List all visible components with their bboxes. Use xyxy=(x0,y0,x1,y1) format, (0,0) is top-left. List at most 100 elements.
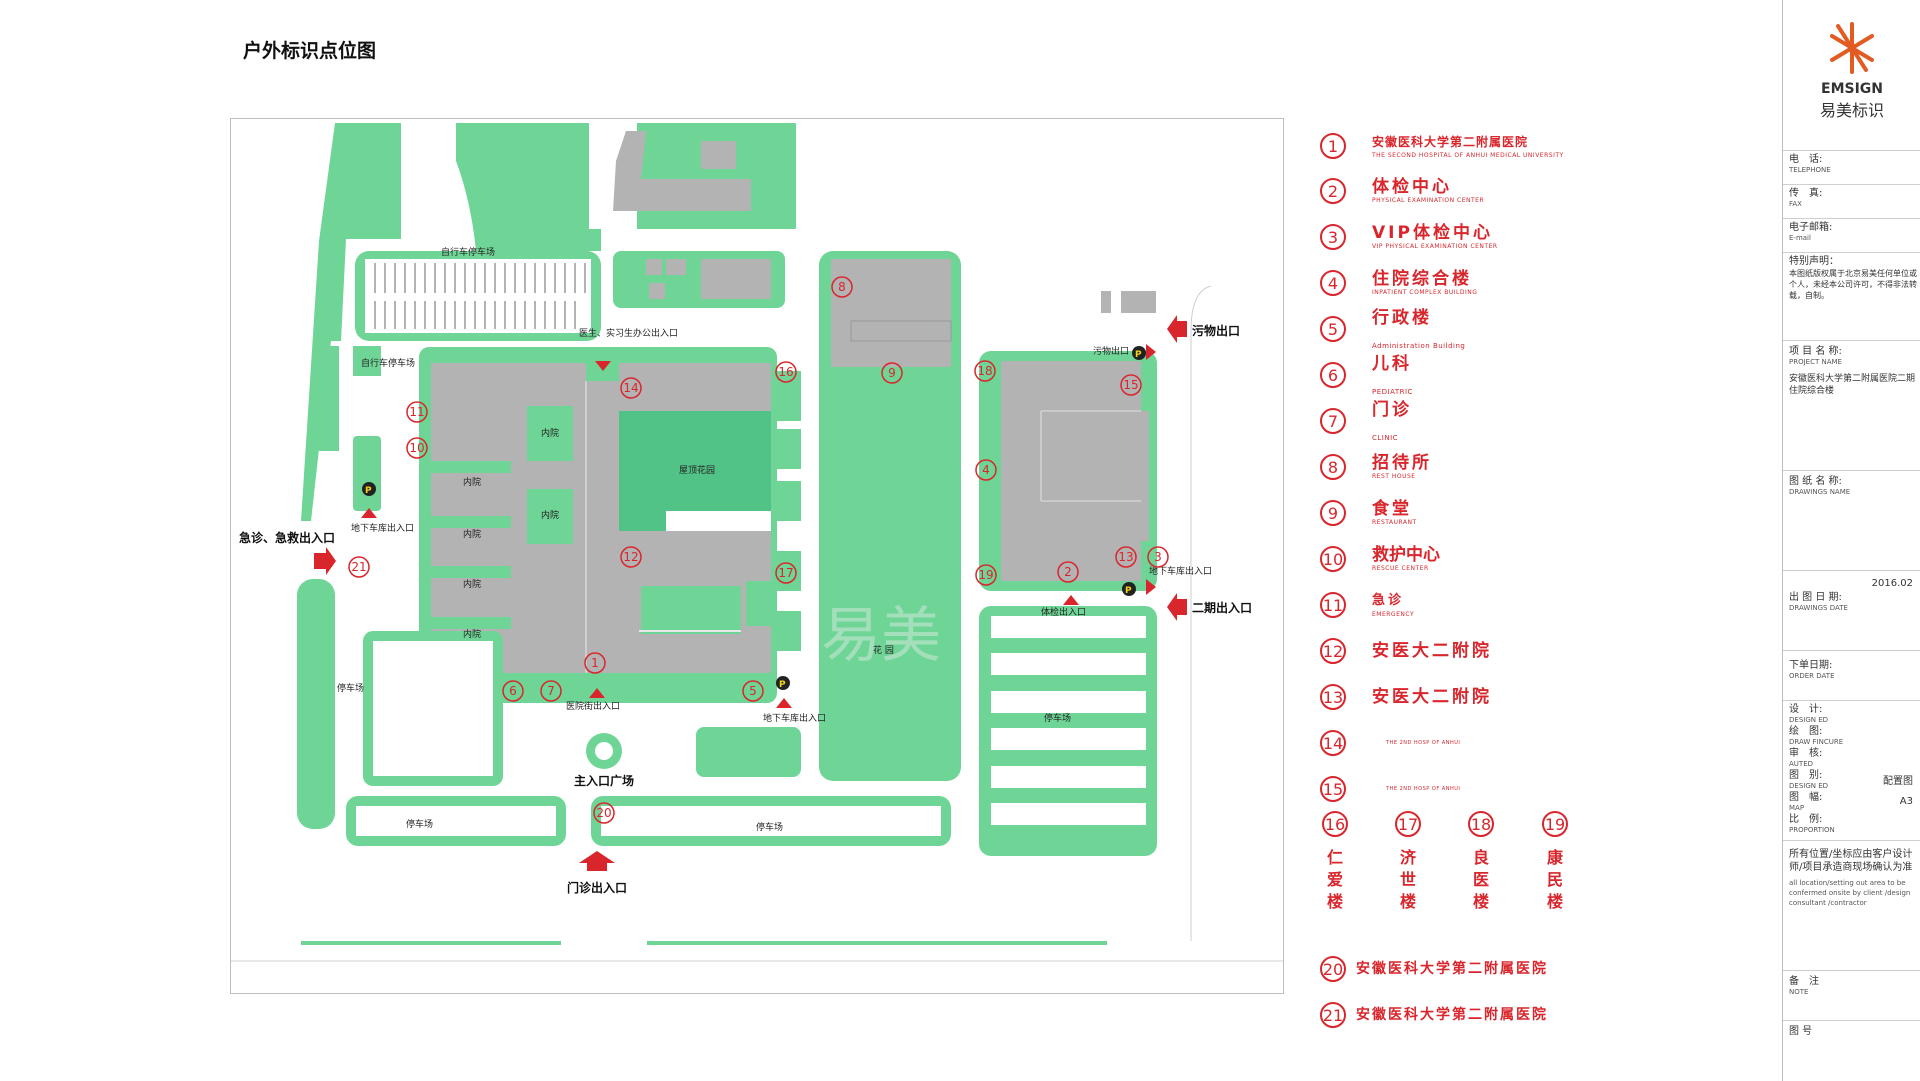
svg-text:16: 16 xyxy=(778,365,793,379)
site-map: 易美 自行车停车场 医生、实习生办公出入口 内院 内院 内院 内院 内院 内院 … xyxy=(230,118,1284,994)
green-area xyxy=(297,579,335,829)
size-field: 图 幅:MAP xyxy=(1789,792,1823,812)
building-outline xyxy=(850,320,952,342)
arrow-checkup xyxy=(1063,595,1079,605)
green-blocks xyxy=(773,371,801,651)
building xyxy=(646,259,662,275)
garden-area xyxy=(819,251,961,781)
label-inner-courtyard-2: 内院 xyxy=(541,509,559,521)
arrow-garage-bottom xyxy=(776,698,792,708)
page-title: 户外标识点位图 xyxy=(243,40,377,62)
building xyxy=(1101,291,1111,313)
svg-text:5: 5 xyxy=(749,684,757,698)
figure-number-field: 图 号 xyxy=(1789,1026,1813,1037)
arrow-waste xyxy=(1167,315,1187,343)
svg-text:20: 20 xyxy=(596,806,611,820)
parking-area xyxy=(356,806,556,836)
svg-text:8: 8 xyxy=(838,280,846,294)
type-value: 配置图 xyxy=(1883,776,1913,787)
logo: EMSIGN 易美标识 xyxy=(1783,18,1920,121)
svg-text:7: 7 xyxy=(547,684,555,698)
label-garden: 花 园 xyxy=(873,644,894,656)
map-labels: 自行车停车场 医生、实习生办公出入口 内院 内院 内院 内院 内院 内院 屋顶花… xyxy=(337,246,1212,833)
label-bike-parking-top: 自行车停车场 xyxy=(441,246,495,258)
svg-text:10: 10 xyxy=(409,441,424,455)
arrow-garage-right xyxy=(1146,579,1156,595)
label-hospital-street-entrance: 医院街出入口 xyxy=(566,700,620,712)
svg-text:1: 1 xyxy=(591,656,599,670)
building xyxy=(613,131,751,211)
green-area xyxy=(353,346,381,376)
label-bike-parking-left: 自行车停车场 xyxy=(361,357,415,369)
svg-text:21: 21 xyxy=(351,560,366,574)
brand-cn: 易美标识 xyxy=(1819,101,1884,120)
title-block: EMSIGN 易美标识 电 话:TELEPHONE 传 真:FAX 电子邮箱:E… xyxy=(1782,0,1920,1081)
rest-house-building xyxy=(831,259,951,367)
label-doctor-entrance: 医生、实习生办公出入口 xyxy=(579,327,678,339)
svg-text:9: 9 xyxy=(888,366,896,380)
svg-text:19: 19 xyxy=(978,568,993,582)
inpatient-building xyxy=(1001,361,1149,581)
building-spine xyxy=(601,381,619,673)
building xyxy=(701,259,771,299)
label-inner-courtyard-4: 内院 xyxy=(463,528,481,540)
date-field: 出 图 日 期:DRAWINGS DATE xyxy=(1789,592,1848,612)
label-inner-courtyard-6: 内院 xyxy=(463,628,481,640)
arrow-doctor xyxy=(595,361,611,371)
arrow-street xyxy=(589,688,605,698)
type-field: 图 别:DESIGN ED xyxy=(1789,770,1829,790)
arrow-garage-left xyxy=(361,508,377,518)
arrow-outpatient xyxy=(579,851,615,871)
parking-rows xyxy=(991,616,1146,825)
building xyxy=(1121,291,1156,313)
watermark: 易美 xyxy=(821,601,941,671)
roundabout-inner xyxy=(595,742,613,760)
notice-field: 特别声明：本图纸版权属于北京易美任何单位或个人，未经本公司许可，不得非法转载，自… xyxy=(1789,256,1917,300)
label-waste-exit-big: 污物出口 xyxy=(1192,323,1240,338)
entrance-arrows xyxy=(314,315,1187,871)
drawing-name-field: 图 纸 名 称:DRAWINGS NAME xyxy=(1789,476,1851,496)
green-area xyxy=(301,123,401,521)
building xyxy=(649,283,665,299)
label-outpatient-entrance: 门诊出入口 xyxy=(567,880,627,895)
emsign-logo-icon xyxy=(1830,22,1874,74)
arrow-emergency xyxy=(314,547,336,575)
inner-courtyard xyxy=(527,406,573,461)
green-area xyxy=(319,346,339,451)
arrow-phase2 xyxy=(1167,593,1187,621)
svg-text:18: 18 xyxy=(977,364,992,378)
parking-area xyxy=(601,806,941,836)
scale-field: 比 例:PROPORTION xyxy=(1789,814,1835,834)
building xyxy=(701,141,736,169)
green-strip xyxy=(301,941,561,945)
road-line xyxy=(1190,285,1212,941)
label-parking-left: 停车场 xyxy=(337,682,364,694)
svg-text:2: 2 xyxy=(1064,565,1072,579)
svg-text:P: P xyxy=(1135,350,1142,360)
label-inner-courtyard-1: 内院 xyxy=(541,427,559,439)
label-underground-garage-right: 地下车库出入口 xyxy=(1149,565,1212,577)
svg-text:3: 3 xyxy=(1154,550,1162,564)
label-parking-bottom-left: 停车场 xyxy=(406,818,433,830)
green-area xyxy=(637,123,796,229)
svg-text:P: P xyxy=(1125,586,1132,596)
